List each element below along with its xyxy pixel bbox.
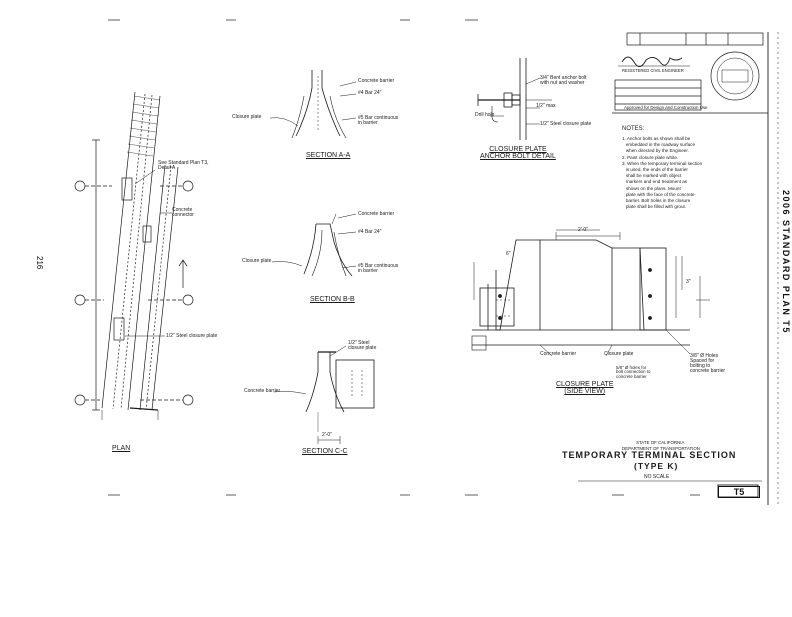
label-dim-3: 3" <box>686 279 691 285</box>
scale-label: NO SCALE <box>644 474 670 480</box>
label-barrier-bb: Concrete barrier <box>358 211 395 217</box>
closure-plate-side-view <box>471 229 710 357</box>
approval-text: Approved for Design and Construction Use <box>624 105 708 110</box>
title-line-2: (TYPE K) <box>634 461 679 471</box>
label-bolt-holes: 5/8" Ø holes for bolt connection to conc… <box>616 365 651 379</box>
label-connector: Concrete connector <box>172 207 194 218</box>
label-plate-cc: 1/2" Steel closure plate <box>348 340 377 351</box>
label-see-plan: See Standard Plan T3, Detail A <box>158 160 209 171</box>
label-closure-aa: Closure plate <box>232 114 262 120</box>
border-ticks <box>108 19 700 496</box>
title-line-1: TEMPORARY TERMINAL SECTION <box>562 450 737 460</box>
label-anchor-3: 1/2" Steel closure plate <box>540 121 592 127</box>
engineer-title: REGISTERED CIVIL ENGINEER <box>622 68 684 73</box>
agency-line-1: STATE OF CALIFORNIA <box>636 440 685 445</box>
section-cc <box>273 345 375 444</box>
label-barrier-cc: Concrete barrier <box>244 388 281 394</box>
agency-line-2: DEPARTMENT OF TRANSPORTATION <box>622 446 700 451</box>
label-dim-cc: 2'-0" <box>322 432 332 438</box>
view-title-section-bb: SECTION B-B <box>310 296 355 303</box>
label-anchor-1: 3/4" Bent anchor bolt with nut and washe… <box>540 75 587 86</box>
vertical-sheet-title: 2006 STANDARD PLAN T5 <box>781 190 791 334</box>
label-rebar-bb: #4 Bar 24" <box>358 229 382 235</box>
label-dim-24: 2'-0" <box>578 227 588 233</box>
plan-view <box>74 91 194 420</box>
label-closure-side: Closure plate <box>604 351 634 357</box>
notes-body: 1. Anchor bolts as shown shall be embedd… <box>622 136 703 210</box>
label-barrier-side: Concrete barrier <box>540 351 577 357</box>
left-margin-number: 216 <box>35 256 44 270</box>
notes-title: NOTES: <box>622 126 645 132</box>
label-anchor-4: 1/2" max <box>536 103 556 109</box>
label-anchor-2: Drill hole <box>475 112 495 118</box>
section-aa <box>269 70 357 139</box>
label-cont-aa: #5 Bar continuous in barrier <box>358 115 399 126</box>
label-plate-1: 1/2" Steel closure plate <box>166 333 218 339</box>
sheet-code: T5 <box>718 486 760 498</box>
view-title-plan: PLAN <box>112 445 131 452</box>
view-title-closure-side: CLOSURE PLATE (SIDE VIEW) <box>556 381 614 395</box>
view-title-anchor-detail: CLOSURE PLATE ANCHOR BOLT DETAIL <box>480 146 556 160</box>
label-dim-6: 6" <box>506 251 511 257</box>
label-cont-bb: #5 Bar continuous in barrier <box>358 263 399 274</box>
view-title-section-cc: SECTION C-C <box>302 448 348 455</box>
label-rebar-aa: #4 Bar 24" <box>358 90 382 96</box>
label-closure-bb: Closure plate <box>242 258 272 264</box>
section-bb <box>271 213 357 277</box>
label-barrier-aa: Concrete barrier <box>358 78 395 84</box>
anchor-bolt-detail <box>477 58 552 140</box>
label-weld: 3/8" Ø Holes Spaced for bolting to concr… <box>690 353 726 374</box>
title-block-boxes <box>612 32 768 114</box>
view-title-section-aa: SECTION A-A <box>306 152 351 159</box>
